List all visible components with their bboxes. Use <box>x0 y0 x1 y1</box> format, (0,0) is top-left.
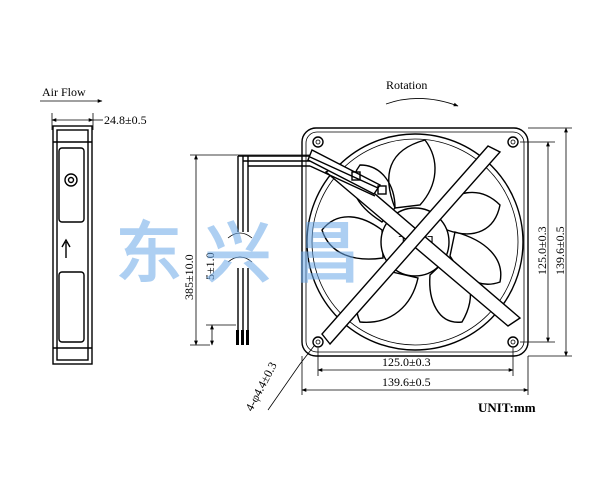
hole-top-left <box>312 136 324 148</box>
mounting-holes <box>312 136 519 348</box>
cable-group: 385±10.0 5±1.0 <box>182 154 312 346</box>
venturi-outer <box>306 133 524 351</box>
rotation-label: Rotation <box>386 78 427 92</box>
fan-frame <box>301 127 529 357</box>
watermark-text: 东 兴 昌 <box>116 215 360 292</box>
side-view: Air Flow 24.8±0.5 <box>40 85 147 365</box>
strip-length-label: 5±1.0 <box>203 252 217 280</box>
hole-spacing-v-label: 125.0±0.3 <box>535 226 549 275</box>
hole-leader-line <box>267 345 315 411</box>
fan-depth-label: 24.8±0.5 <box>104 113 147 127</box>
side-hub-circle <box>64 173 78 187</box>
side-arrow-icon <box>61 238 71 248</box>
mounting-holes-label: 4-φ4.4±0.3 <box>242 360 279 414</box>
air-flow-label: Air Flow <box>42 85 86 99</box>
hole-bottom-right <box>507 336 519 348</box>
rotation-arrow <box>385 98 459 107</box>
cable-break-marks <box>227 232 253 263</box>
hole-spacing-h-label: 125.0±0.3 <box>382 355 431 369</box>
frame-width-label: 139.6±0.5 <box>382 375 431 389</box>
unit-label: UNIT:mm <box>478 400 536 415</box>
frame-height-label: 139.6±0.5 <box>553 226 567 275</box>
hole-top-right <box>507 136 519 148</box>
side-frame <box>52 125 93 365</box>
hole-bottom-left <box>312 336 324 348</box>
lead-length-label: 385±10.0 <box>182 254 196 300</box>
